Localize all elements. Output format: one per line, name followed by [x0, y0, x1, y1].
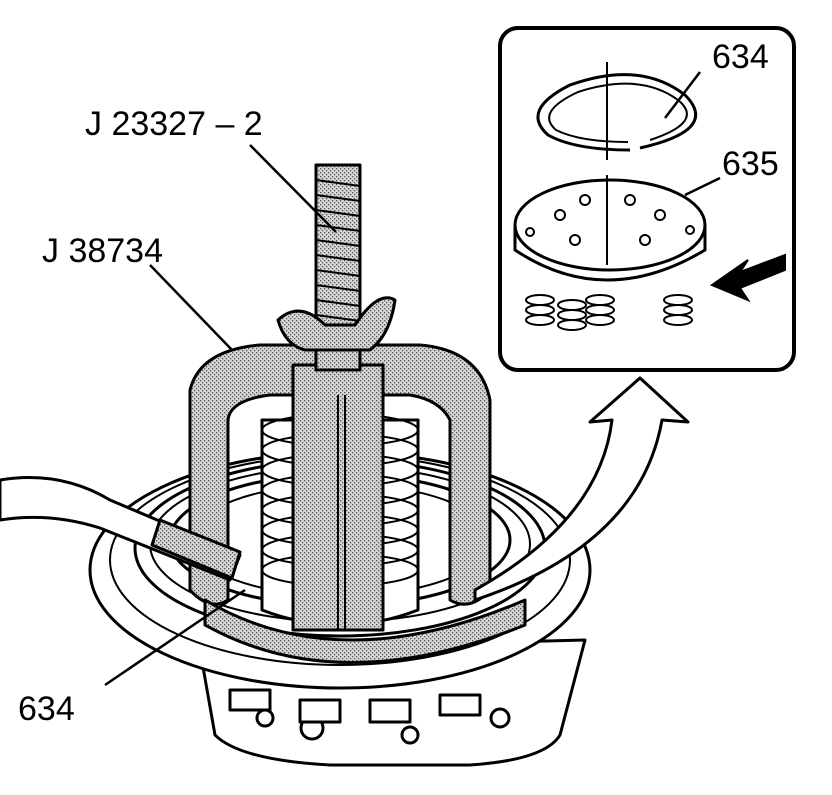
- snap-ring-634: [536, 62, 698, 160]
- direction-arrow: [709, 253, 786, 303]
- forcing-screw: [276, 163, 397, 372]
- label-tool-left: J 38734: [42, 232, 163, 270]
- label-part-bottom: 634: [18, 690, 75, 728]
- leader-lines: [104, 71, 721, 687]
- label-inset-ring: 634: [712, 38, 769, 76]
- label-tool-top: J 23327 – 2: [85, 105, 263, 143]
- label-inset-plate: 635: [722, 145, 779, 183]
- spring-plate-635: [513, 175, 707, 282]
- callout-arrow: [473, 376, 690, 602]
- spring-compressor-tool: [188, 343, 527, 664]
- loose-springs: [525, 294, 693, 331]
- detail-inset: [498, 26, 796, 372]
- screwdriver: [0, 476, 242, 582]
